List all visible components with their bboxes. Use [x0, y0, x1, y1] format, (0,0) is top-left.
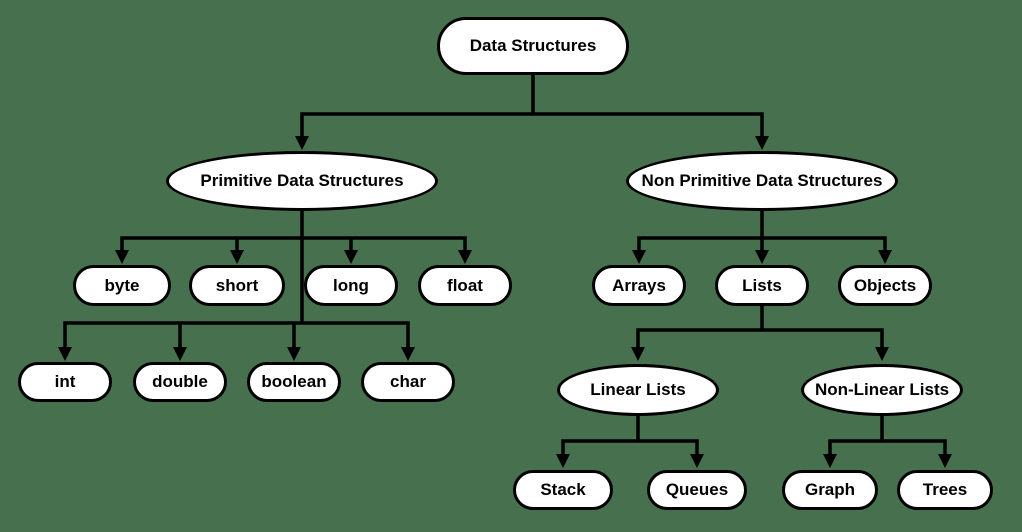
node-stack: Stack: [513, 470, 613, 510]
node-int: int: [18, 362, 112, 402]
node-objects: Objects: [838, 265, 932, 306]
edge-lines: [63, 73, 947, 459]
node-queues: Queues: [647, 470, 747, 510]
node-trees: Trees: [897, 470, 993, 510]
node-float: float: [418, 265, 512, 306]
node-long: long: [304, 265, 398, 306]
node-lists: Lists: [715, 265, 809, 306]
node-data-structures: Data Structures: [437, 17, 629, 75]
node-primitive-data-structures: Primitive Data Structures: [166, 151, 438, 211]
node-non-linear-lists: Non-Linear Lists: [801, 364, 963, 416]
node-linear-lists: Linear Lists: [557, 364, 719, 416]
node-double: double: [133, 362, 227, 402]
node-char: char: [361, 362, 455, 402]
node-non-primitive-data-structures: Non Primitive Data Structures: [626, 151, 898, 211]
node-byte: byte: [73, 265, 171, 306]
node-boolean: boolean: [247, 362, 341, 402]
node-short: short: [189, 265, 285, 306]
node-arrays: Arrays: [592, 265, 686, 306]
node-graph: Graph: [782, 470, 878, 510]
